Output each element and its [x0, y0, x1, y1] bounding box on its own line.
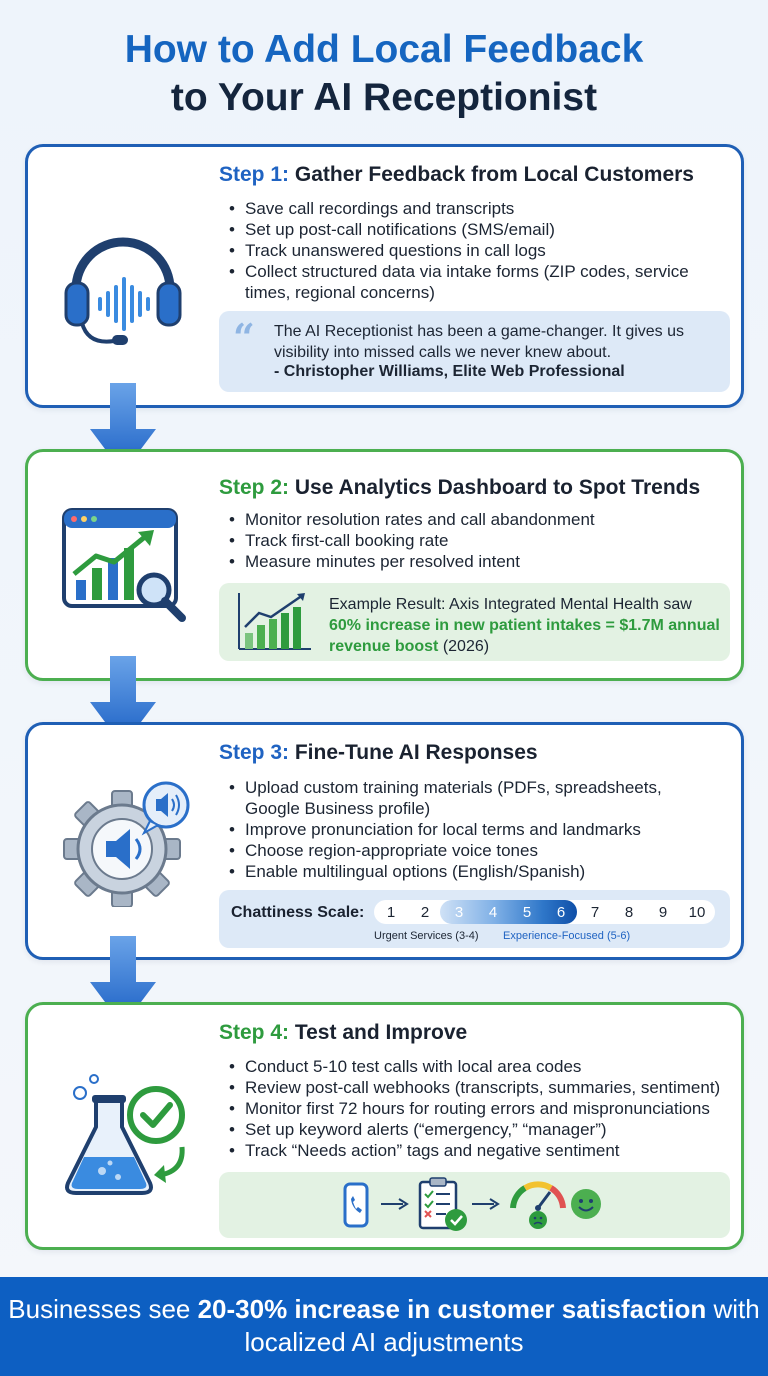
- step-3-card: Step 3: Fine-Tune AI Responses Upload cu…: [25, 722, 744, 960]
- quote-author: - Christopher Williams, Elite Web Profes…: [274, 363, 625, 380]
- smiley-icon: [571, 1189, 601, 1219]
- scale-number: 4: [488, 904, 498, 921]
- scale-highlight: [440, 900, 577, 924]
- arrow-right-icon: [381, 1198, 409, 1210]
- step-2-bullets: Monitor resolution rates and call abando…: [229, 509, 721, 572]
- scale-number: 8: [624, 904, 634, 921]
- step-3-title: Step 3: Fine-Tune AI Responses: [219, 741, 538, 764]
- example-result: Example Result: Axis Integrated Mental H…: [219, 583, 730, 661]
- list-item: Collect structured data via intake forms…: [229, 261, 721, 303]
- scale-track: 1 2 3 4 5 6 7 8 9 10: [374, 900, 715, 924]
- list-item: Enable multilingual options (English/Spa…: [229, 861, 721, 882]
- chattiness-scale: Chattiness Scale: 1 2 3 4 5 6 7 8 9 10 U…: [219, 890, 730, 948]
- scale-number: 10: [688, 904, 706, 921]
- step-1-bullets: Save call recordings and transcripts Set…: [229, 198, 721, 303]
- scale-note-experience: Experience-Focused (5-6): [503, 930, 631, 942]
- step-2-card: Step 2: Use Analytics Dashboard to Spot …: [25, 449, 744, 681]
- scale-number: 1: [386, 904, 396, 921]
- title-line-1: How to Add Local Feedback: [124, 28, 644, 71]
- scale-number: 3: [454, 904, 464, 921]
- testimonial-quote: “ The AI Receptionist has been a game-ch…: [219, 311, 730, 392]
- list-item: Track “Needs action” tags and negative s…: [229, 1140, 721, 1161]
- title-line-2: to Your AI Receptionist: [170, 76, 598, 119]
- phone-icon: [343, 1182, 369, 1228]
- step-2-title: Step 2: Use Analytics Dashboard to Spot …: [219, 476, 701, 499]
- gear-speaker-icon: [63, 781, 190, 907]
- scale-label: Chattiness Scale:: [231, 904, 365, 921]
- list-item: Monitor resolution rates and call abando…: [229, 509, 721, 530]
- scale-number: 2: [420, 904, 430, 921]
- analytics-dashboard-icon: [62, 508, 186, 622]
- headset-voice-icon: [64, 237, 182, 345]
- step-4-card: Step 4: Test and Improve Conduct 5-10 te…: [25, 1002, 744, 1250]
- page-title: How to Add Local Feedback to Your AI Rec…: [0, 26, 768, 122]
- quote-mark-icon: “: [233, 315, 255, 360]
- flask-check-icon: [65, 1074, 185, 1195]
- step-4-title: Step 4: Test and Improve: [219, 1021, 468, 1044]
- list-item: Review post-call webhooks (transcripts, …: [229, 1077, 721, 1098]
- scale-number: 5: [522, 904, 532, 921]
- list-item: Choose region-appropriate voice tones: [229, 840, 721, 861]
- test-flow: [219, 1172, 730, 1238]
- list-item: Measure minutes per resolved intent: [229, 551, 721, 572]
- checklist-icon: [418, 1177, 467, 1231]
- footer-banner: Businesses see 20-30% increase in custom…: [0, 1277, 768, 1376]
- step-1-card: Step 1: Gather Feedback from Local Custo…: [25, 144, 744, 408]
- scale-number: 9: [658, 904, 668, 921]
- growth-chart-icon: [238, 593, 311, 650]
- sentiment-gauge-icon: [510, 1181, 566, 1229]
- footer-text: Businesses see 20-30% increase in custom…: [8, 1294, 760, 1357]
- list-item: Improve pronunciation for local terms an…: [229, 819, 721, 840]
- step-4-bullets: Conduct 5-10 test calls with local area …: [229, 1056, 721, 1161]
- result-text: Example Result: Axis Integrated Mental H…: [329, 596, 720, 655]
- list-item: Track first-call booking rate: [229, 530, 721, 551]
- step-1-title: Step 1: Gather Feedback from Local Custo…: [219, 163, 694, 186]
- list-item: Set up keyword alerts (“emergency,” “man…: [229, 1119, 721, 1140]
- scale-number: 7: [590, 904, 600, 921]
- list-item: Conduct 5-10 test calls with local area …: [229, 1056, 721, 1077]
- scale-number: 6: [556, 904, 566, 921]
- list-item: Monitor first 72 hours for routing error…: [229, 1098, 721, 1119]
- list-item: Set up post-call notifications (SMS/emai…: [229, 219, 721, 240]
- step-3-bullets: Upload custom training materials (PDFs, …: [229, 777, 721, 882]
- scale-note-urgent: Urgent Services (3-4): [374, 930, 479, 942]
- quote-text: The AI Receptionist has been a game-chan…: [274, 323, 685, 361]
- list-item: Track unanswered questions in call logs: [229, 240, 721, 261]
- list-item: Upload custom training materials (PDFs, …: [229, 777, 721, 819]
- list-item: Save call recordings and transcripts: [229, 198, 721, 219]
- arrow-right-icon: [472, 1198, 500, 1210]
